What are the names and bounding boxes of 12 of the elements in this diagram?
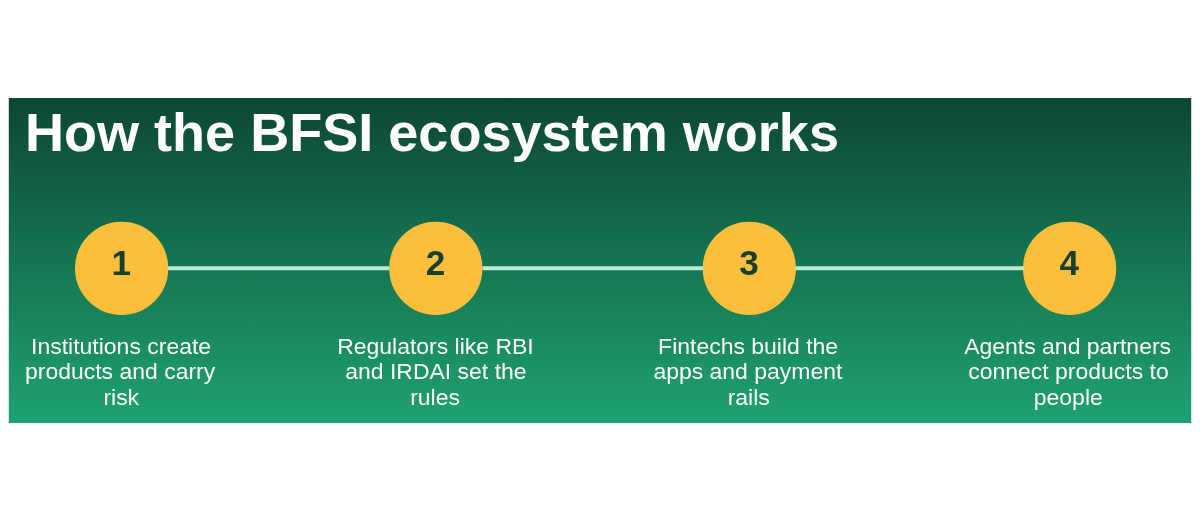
node-label: Regulators like RBI and IRDAI set the rules [337,332,534,410]
connector [167,265,390,270]
connector [795,265,1024,270]
node-circle: 3 [702,221,796,315]
node-label: Institutions create products and carry risk [25,332,216,410]
node-label: Agents and partners connect products to people [964,332,1172,410]
node-label: Fintechs build the apps and payment rails [653,332,843,410]
node-circle: 2 [389,221,483,315]
node-circle: 4 [1022,221,1117,315]
node-circle: 1 [75,221,169,315]
connector [482,265,704,270]
diagram-title: How the BFSI ecosystem works [25,101,839,162]
